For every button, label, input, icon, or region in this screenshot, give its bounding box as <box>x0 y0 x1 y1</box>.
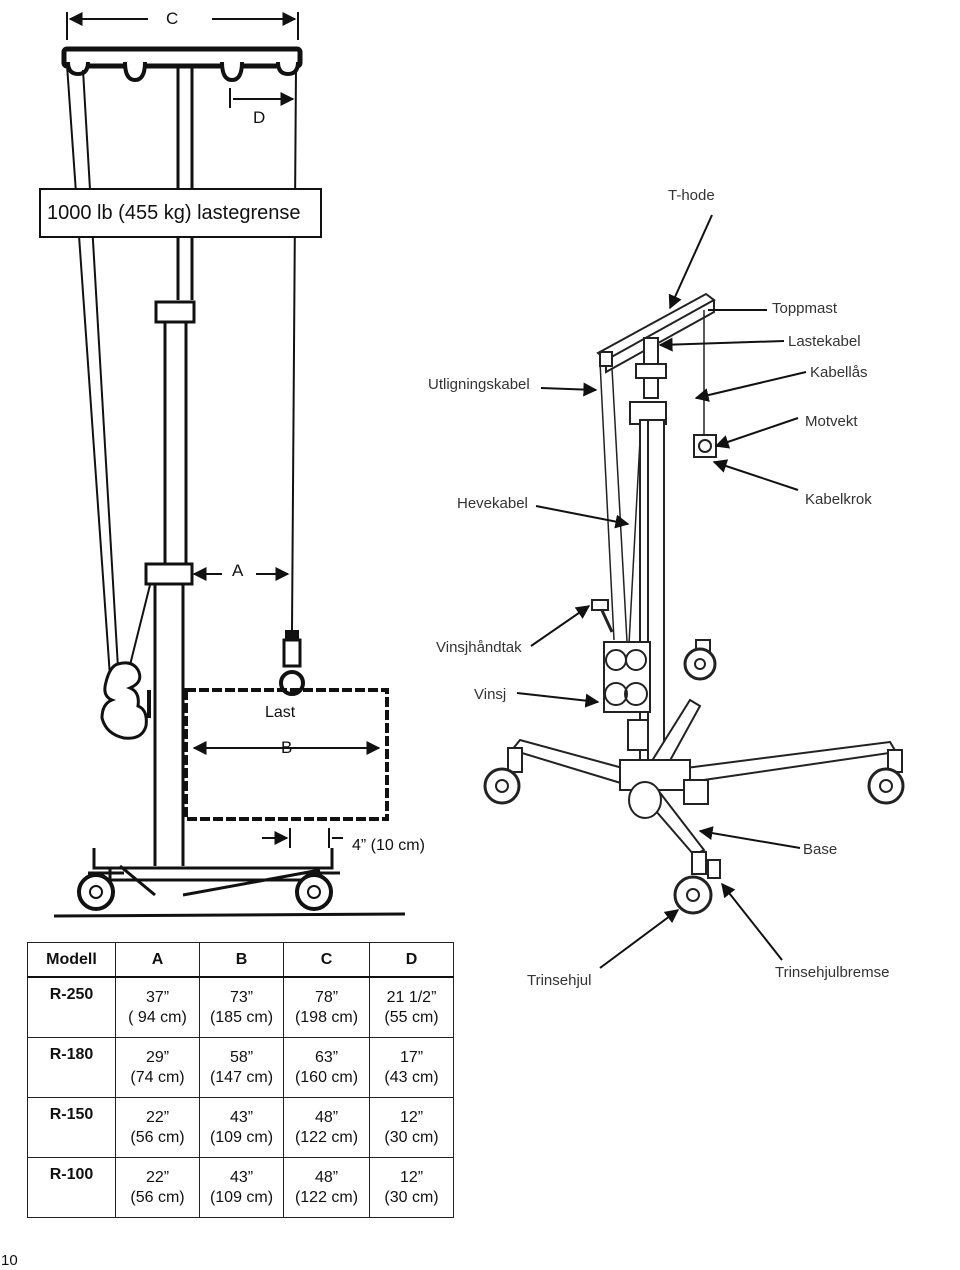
callout-cable-hook: Kabelkrok <box>805 491 872 508</box>
lift-perspective <box>483 292 905 915</box>
header-model: Modell <box>27 942 116 978</box>
cell-a: 22”(56 cm) <box>115 1157 200 1218</box>
clearance-label: 4” (10 cm) <box>352 837 425 854</box>
cell-d: 21 1/2”(55 cm) <box>369 976 454 1038</box>
dimension-c-label: C <box>166 9 179 28</box>
callout-balance-cable: Utligningskabel <box>428 376 530 393</box>
callout-lift-cable: Hevekabel <box>457 495 528 512</box>
cell-a: 29”(74 cm) <box>115 1037 200 1098</box>
table-header-row: Modell A B C D <box>27 942 454 978</box>
caster-right <box>867 749 905 805</box>
cell-b: 43”(109 cm) <box>199 1097 284 1158</box>
cell-b: 58”(147 cm) <box>199 1037 284 1098</box>
cell-a: 37”( 94 cm) <box>115 976 200 1038</box>
cell-c: 78”(198 cm) <box>283 976 370 1038</box>
cell-c: 48”(122 cm) <box>283 1157 370 1218</box>
model-cell: R-250 <box>27 976 116 1038</box>
callout-t-head: T-hode <box>668 187 715 204</box>
page-number: 10 <box>1 1252 18 1269</box>
callout-caster: Trinsehjul <box>527 972 592 989</box>
callout-counterweight: Motvekt <box>805 413 858 430</box>
cell-d: 12”(30 cm) <box>369 1157 454 1218</box>
header-c: C <box>283 942 370 978</box>
dimension-d-label: D <box>253 108 266 127</box>
dimension-a-label: A <box>232 561 244 580</box>
callout-winch: Vinsj <box>474 686 507 703</box>
header-d: D <box>369 942 454 978</box>
callout-cable-lock: Kabellås <box>810 364 868 381</box>
cell-c: 48”(122 cm) <box>283 1097 370 1158</box>
cell-b: 73”(185 cm) <box>199 976 284 1038</box>
header-b: B <box>199 942 284 978</box>
caster-left <box>483 747 523 805</box>
model-cell: R-180 <box>27 1037 116 1098</box>
cell-a: 22”(56 cm) <box>115 1097 200 1158</box>
model-cell: R-100 <box>27 1157 116 1218</box>
callout-load-cable: Lastekabel <box>788 333 861 350</box>
header-a: A <box>115 942 200 978</box>
dimension-diagram <box>53 12 406 918</box>
cell-b: 43”(109 cm) <box>199 1157 284 1218</box>
load-limit-box: 1000 lb (455 kg) lastegrense <box>39 188 322 238</box>
table-row: R-250 37”( 94 cm) 73”(185 cm) 78”(198 cm… <box>27 976 454 1038</box>
cell-c: 63”(160 cm) <box>283 1037 370 1098</box>
table-row: R-150 22”(56 cm) 43”(109 cm) 48”(122 cm)… <box>27 1097 454 1158</box>
cell-d: 17”(43 cm) <box>369 1037 454 1098</box>
dimensions-table: Modell A B C D R-250 37”( 94 cm) 73”(185… <box>27 942 454 1218</box>
dimension-b-label: B <box>281 738 293 757</box>
table-row: R-100 22”(56 cm) 43”(109 cm) 48”(122 cm)… <box>27 1157 454 1218</box>
callout-winch-handle: Vinsjhåndtak <box>436 639 522 656</box>
callout-base: Base <box>803 841 838 858</box>
caster-back <box>683 639 717 681</box>
callout-caster-brake: Trinsehjulbremse <box>775 964 890 981</box>
callout-top-mast: Toppmast <box>772 300 838 317</box>
load-label: Last <box>265 704 296 721</box>
cell-d: 12”(30 cm) <box>369 1097 454 1158</box>
caster-front <box>673 851 721 915</box>
leader-arrows <box>516 214 807 969</box>
table-row: R-180 29”(74 cm) 58”(147 cm) 63”(160 cm)… <box>27 1037 454 1098</box>
model-cell: R-150 <box>27 1097 116 1158</box>
